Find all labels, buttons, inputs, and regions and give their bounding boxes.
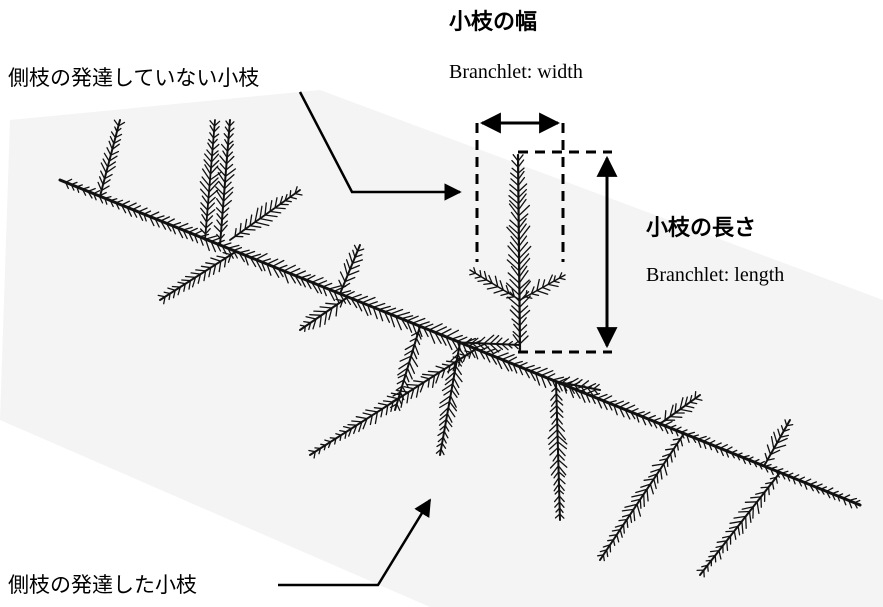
callout-no-lateral-line [298,91,462,201]
width-bracket [475,123,565,262]
branchlet-length-label-jp: 小枝の長さ [646,216,757,241]
branchlet-length-label-en: Branchlet: length [646,264,785,286]
branchlet-width-label-en: Branchlet: width [449,61,583,83]
branchlet-width-label-jp: 小枝の幅 [449,10,538,35]
callout-with-lateral-line [278,498,432,587]
with-lateral-branchlet-label: 側枝の発達した小枝 [8,573,197,597]
scan-shadow [0,90,883,607]
cedar-branch-specimen [58,119,862,578]
no-lateral-branchlet-label: 側枝の発達していない小枝 [8,66,260,90]
